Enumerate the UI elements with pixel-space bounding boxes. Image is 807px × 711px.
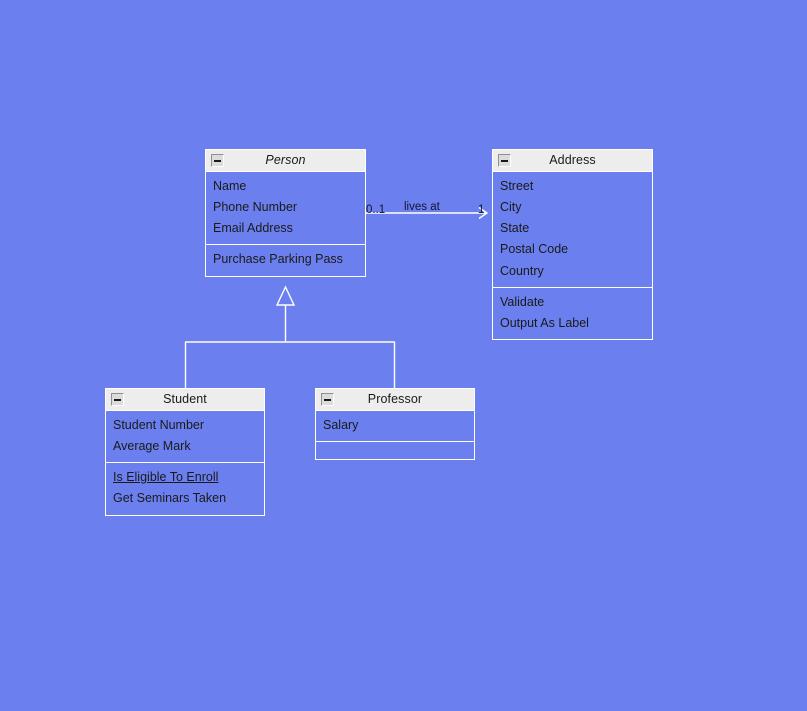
generalization-tree <box>184 285 396 388</box>
uml-class-header-professor[interactable]: Professor <box>316 389 474 411</box>
minus-collapse-icon[interactable] <box>498 154 511 167</box>
uml-operations-person: Purchase Parking Pass <box>206 244 365 275</box>
uml-operations-address: Validate Output As Label <box>493 286 652 339</box>
minus-glyph <box>214 159 221 162</box>
uml-class-name-student: Student <box>163 392 207 407</box>
association-name-label: lives at <box>404 201 440 213</box>
uml-attributes-person: Name Phone Number Email Address <box>206 172 365 244</box>
uml-class-professor[interactable]: Professor Salary <box>315 388 475 461</box>
uml-class-name-address: Address <box>549 153 596 168</box>
uml-operation: Purchase Parking Pass <box>213 252 343 267</box>
uml-operations-student: Is Eligible To Enroll Get Seminars Taken <box>106 462 264 514</box>
uml-attribute: Email Address <box>213 221 293 236</box>
uml-class-name-person: Person <box>265 153 306 168</box>
minus-collapse-icon[interactable] <box>111 393 124 406</box>
minus-collapse-icon[interactable] <box>321 393 334 406</box>
uml-attributes-student: Student Number Average Mark <box>106 411 264 462</box>
uml-attribute: Average Mark <box>113 439 191 454</box>
uml-operation: Get Seminars Taken <box>113 491 227 506</box>
uml-attribute: City <box>500 200 522 215</box>
uml-attribute: Salary <box>323 418 359 432</box>
minus-glyph <box>324 398 331 401</box>
uml-attribute: Name <box>213 179 247 193</box>
uml-attribute: Country <box>500 263 544 278</box>
uml-operation: Validate <box>500 294 545 309</box>
uml-attribute: Student Number <box>113 418 205 432</box>
target-multiplicity-label: 1 <box>478 204 485 216</box>
uml-attribute: Phone Number <box>213 200 298 215</box>
uml-class-header-person[interactable]: Person <box>206 150 365 172</box>
uml-class-address[interactable]: Address Street City State Postal Code Co… <box>492 149 653 340</box>
uml-attribute: Street <box>500 179 534 193</box>
uml-class-header-student[interactable]: Student <box>106 389 264 411</box>
uml-class-header-address[interactable]: Address <box>493 150 652 172</box>
minus-glyph <box>501 159 508 162</box>
uml-attributes-professor: Salary <box>316 411 474 441</box>
uml-attribute: State <box>500 221 530 236</box>
uml-class-name-professor: Professor <box>367 392 423 407</box>
uml-class-person[interactable]: Person Name Phone Number Email Address P… <box>205 149 366 277</box>
uml-attributes-address: Street City State Postal Code Country <box>493 172 652 287</box>
minus-collapse-icon[interactable] <box>211 154 224 167</box>
uml-attribute: Postal Code <box>500 242 569 257</box>
uml-operations-professor <box>316 441 474 459</box>
uml-operation: Output As Label <box>500 315 589 330</box>
uml-class-student[interactable]: Student Student Number Average Mark Is E… <box>105 388 265 516</box>
uml-operation-static: Is Eligible To Enroll <box>113 470 219 485</box>
source-multiplicity-label: 0..1 <box>366 204 386 216</box>
minus-glyph <box>114 398 121 401</box>
